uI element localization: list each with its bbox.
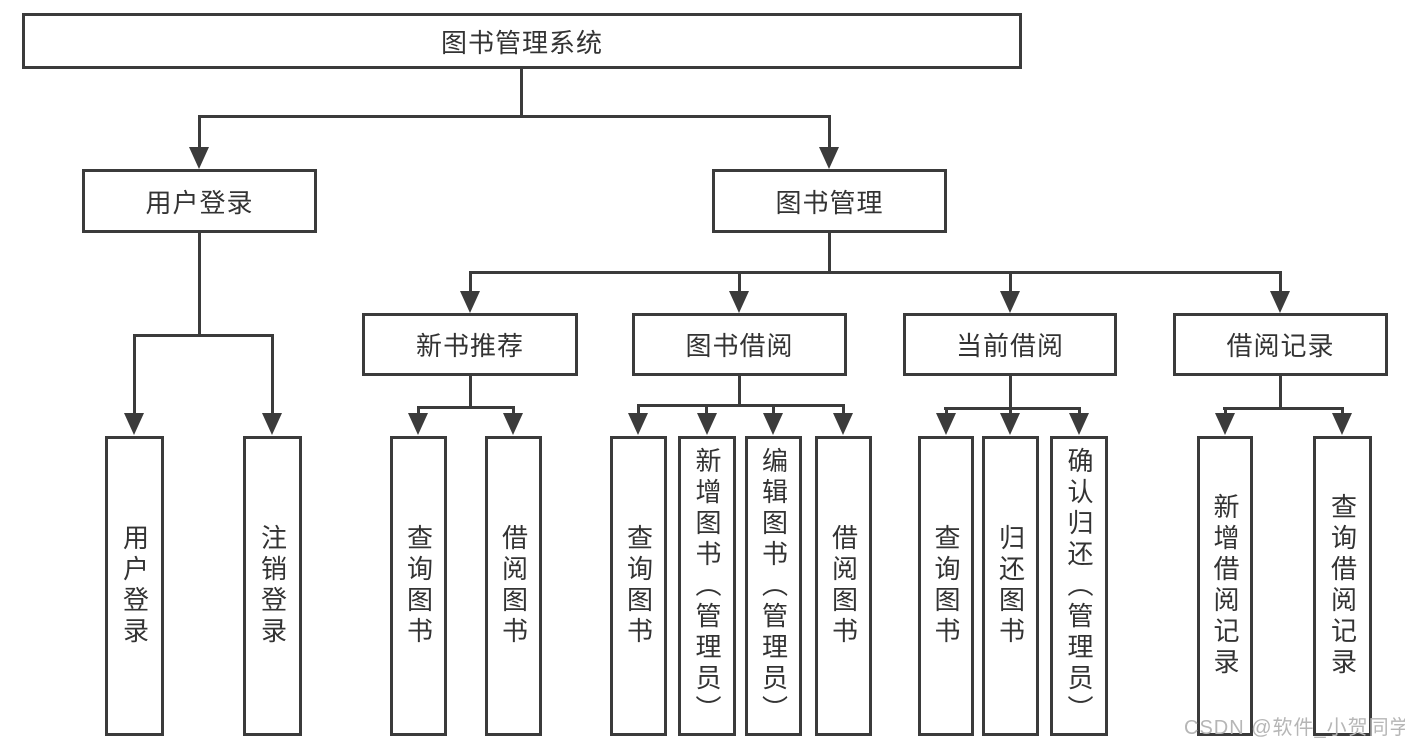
arrowhead-down-icon	[1000, 291, 1020, 313]
arrowhead-down-icon	[763, 413, 783, 435]
arrowhead-down-icon	[262, 413, 282, 435]
leaf-current-return-books-label: 归还图书	[995, 524, 1026, 648]
connector-line	[637, 404, 640, 415]
connector-line	[1279, 376, 1282, 409]
leaf-borrowing-query-books: 查询图书	[610, 436, 667, 736]
connector-line	[945, 407, 948, 415]
arrowhead-down-icon	[1000, 413, 1020, 435]
arrowhead-down-icon	[124, 413, 144, 435]
connector-line	[198, 115, 201, 148]
arrowhead-down-icon	[460, 291, 480, 313]
connector-line	[198, 115, 831, 118]
connector-line	[1009, 376, 1012, 409]
connector-line	[772, 404, 775, 415]
leaf-records-add-record: 新增借阅记录	[1197, 436, 1253, 736]
leaf-borrowing-borrow-books: 借阅图书	[815, 436, 872, 736]
connector-line	[1009, 407, 1012, 415]
connector-line	[1078, 407, 1081, 415]
leaf-current-confirm-return-admin-label: 确认归还（管理员）	[1064, 446, 1094, 726]
leaf-borrowing-edit-books-admin-label: 编辑图书（管理员）	[758, 446, 789, 726]
connector-line	[738, 376, 741, 407]
connector-line	[469, 376, 472, 408]
node-book-management-label: 图书管理	[775, 187, 884, 218]
leaf-user-login-label: 用户登录	[119, 524, 150, 648]
leaf-borrowing-query-books-label: 查询图书	[623, 524, 654, 648]
node-current-borrowing: 当前借阅	[903, 313, 1117, 376]
connector-line	[828, 233, 831, 274]
leaf-recommend-query-books-label: 查询图书	[403, 524, 434, 648]
connector-line	[469, 271, 1282, 274]
arrowhead-down-icon	[408, 413, 428, 435]
connector-line	[512, 406, 515, 415]
leaf-logout: 注销登录	[243, 436, 302, 736]
leaf-borrowing-borrow-books-label: 借阅图书	[828, 524, 859, 648]
arrowhead-down-icon	[503, 413, 523, 435]
connector-line	[1223, 407, 1344, 410]
leaf-recommend-borrow-books-label: 借阅图书	[498, 524, 529, 648]
connector-line	[469, 271, 472, 292]
node-book-borrowing: 图书借阅	[632, 313, 847, 376]
connector-line	[842, 404, 845, 415]
node-root: 图书管理系统	[22, 13, 1022, 69]
connector-line	[1279, 271, 1282, 292]
connector-line	[1341, 407, 1344, 415]
arrowhead-down-icon	[833, 413, 853, 435]
arrowhead-down-icon	[936, 413, 956, 435]
connector-line	[1009, 271, 1012, 292]
leaf-current-query-books-label: 查询图书	[931, 524, 961, 648]
leaf-records-query-record-label: 查询借阅记录	[1327, 493, 1358, 679]
leaf-borrowing-add-books-admin: 新增图书（管理员）	[678, 436, 736, 736]
node-new-book-recommend: 新书推荐	[362, 313, 578, 376]
connector-line	[705, 404, 708, 415]
arrowhead-down-icon	[1332, 413, 1352, 435]
arrowhead-down-icon	[1270, 291, 1290, 313]
leaf-borrowing-add-books-admin-label: 新增图书（管理员）	[692, 446, 722, 726]
node-root-label: 图书管理系统	[440, 27, 603, 58]
connector-line	[828, 115, 831, 148]
leaf-current-return-books: 归还图书	[982, 436, 1039, 736]
connector-line	[271, 334, 274, 414]
arrowhead-down-icon	[628, 413, 648, 435]
node-borrowing-records: 借阅记录	[1173, 313, 1388, 376]
node-current-borrowing-label: 当前借阅	[955, 331, 1064, 361]
connector-line	[738, 271, 741, 292]
leaf-current-query-books: 查询图书	[918, 436, 974, 736]
leaf-logout-label: 注销登录	[257, 524, 288, 648]
connector-line	[637, 404, 845, 407]
connector-line	[133, 334, 274, 337]
leaf-user-login: 用户登录	[105, 436, 164, 736]
leaf-records-add-record-label: 新增借阅记录	[1210, 493, 1240, 679]
node-new-book-recommend-label: 新书推荐	[415, 331, 524, 361]
arrowhead-down-icon	[189, 147, 209, 169]
leaf-recommend-query-books: 查询图书	[390, 436, 447, 736]
arrowhead-down-icon	[697, 413, 717, 435]
leaf-recommend-borrow-books: 借阅图书	[485, 436, 542, 736]
node-book-management: 图书管理	[712, 169, 947, 233]
connector-line	[417, 406, 420, 415]
connector-line	[417, 406, 515, 409]
arrowhead-down-icon	[729, 291, 749, 313]
connector-line	[520, 69, 523, 117]
node-book-borrowing-label: 图书借阅	[685, 331, 794, 361]
node-user-login-label: 用户登录	[145, 187, 254, 218]
node-borrowing-records-label: 借阅记录	[1226, 331, 1335, 361]
node-user-login: 用户登录	[82, 169, 317, 233]
connector-line	[1224, 407, 1227, 415]
arrowhead-down-icon	[819, 147, 839, 169]
connector-line	[133, 334, 136, 414]
arrowhead-down-icon	[1069, 413, 1089, 435]
leaf-current-confirm-return-admin: 确认归还（管理员）	[1050, 436, 1108, 736]
connector-line	[944, 407, 1081, 410]
leaf-borrowing-edit-books-admin: 编辑图书（管理员）	[745, 436, 802, 736]
connector-line	[198, 233, 201, 337]
arrowhead-down-icon	[1215, 413, 1235, 435]
leaf-records-query-record: 查询借阅记录	[1313, 436, 1372, 736]
csdn-watermark: CSDN @软件_小贺同学	[1184, 717, 1405, 739]
